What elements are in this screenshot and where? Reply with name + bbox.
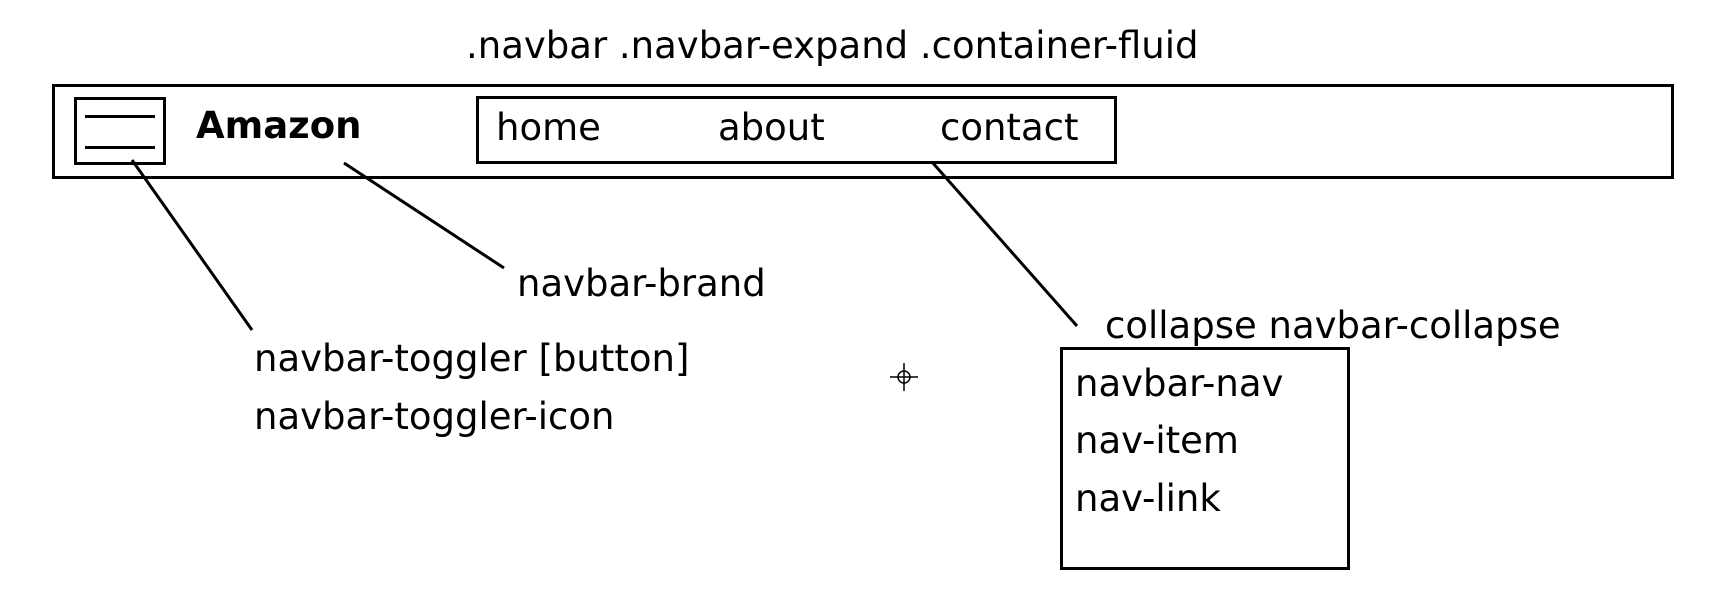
annotation-navbar-toggler: navbar-toggler [button] [254,337,690,380]
annotation-nav-link: nav-link [1075,477,1221,520]
annotation-navbar-brand: navbar-brand [517,262,766,305]
annotation-navbar-nav: navbar-nav [1075,362,1284,405]
hamburger-icon [85,115,155,149]
navbar-brand[interactable]: Amazon [196,104,362,147]
nav-link-about[interactable]: about [718,106,825,149]
nav-link-home[interactable]: home [496,106,601,149]
nav-link-contact[interactable]: contact [940,106,1079,149]
annotation-collapse: collapse navbar-collapse [1105,304,1561,347]
annotation-nav-item: nav-item [1075,419,1239,462]
navbar-links-box: home about contact [476,96,1117,164]
annotation-navbar-toggler-icon: navbar-toggler-icon [254,395,615,438]
nav-classes-box: navbar-nav nav-item nav-link [1060,347,1350,570]
crosshair-cursor-icon [890,363,918,391]
connector-collapse [930,161,1079,327]
header-label: .navbar .navbar-expand .container-fluid [466,24,1199,67]
navbar-outline [52,84,1674,179]
navbar-toggler-button[interactable] [74,97,166,165]
connector-toggler [130,159,254,331]
